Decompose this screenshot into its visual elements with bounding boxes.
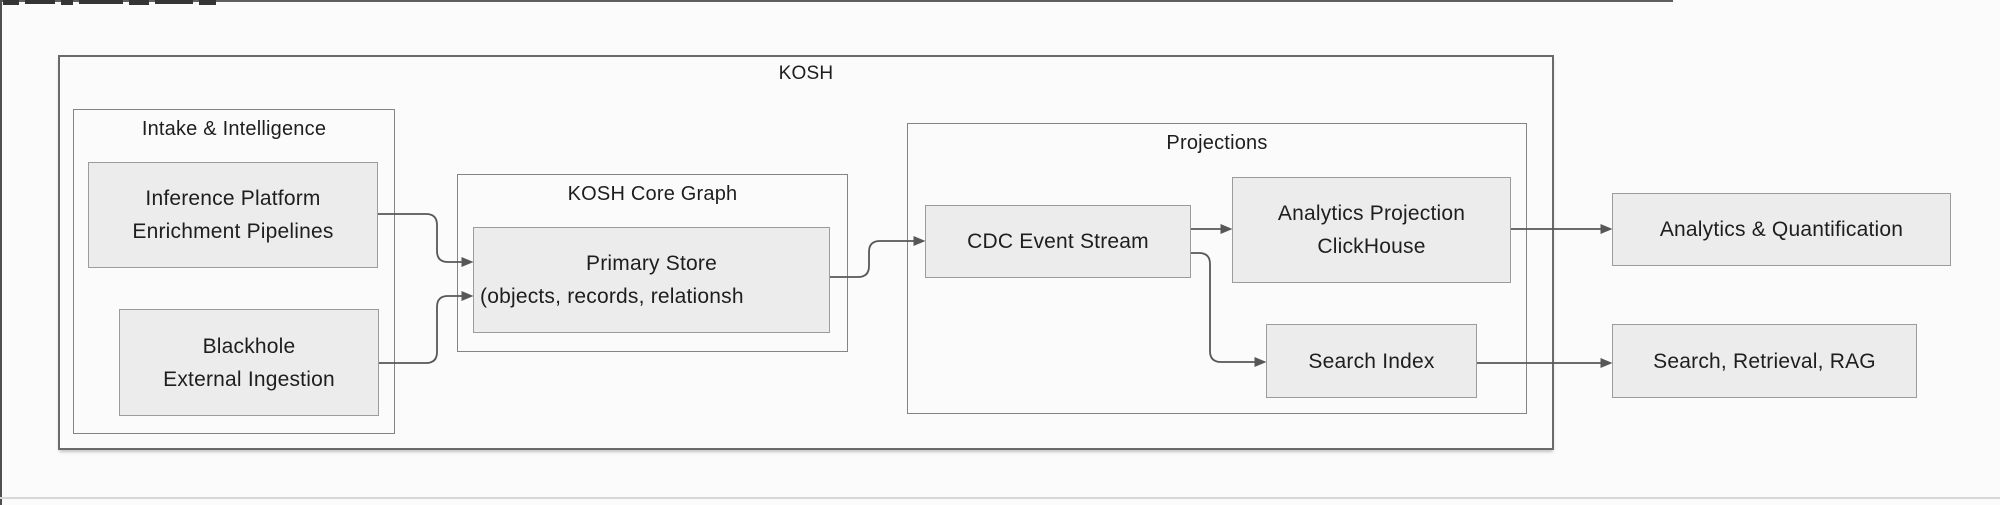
container-kosh: KOSH	[58, 55, 1554, 450]
node-label-line: Search Index	[1308, 349, 1435, 373]
node-search-index: Search Index	[1266, 324, 1477, 398]
node-label-line: Inference Platform	[145, 187, 321, 210]
intake-group-label: Intake & Intelligence	[141, 118, 327, 140]
top-clipped-rule	[0, 0, 1673, 2]
node-blackhole-ingestion: Blackhole External Ingestion	[119, 309, 379, 416]
node-primary-store: Primary Store (objects, records, relatio…	[473, 227, 830, 333]
container-intake-intelligence: Intake & Intelligence	[73, 109, 395, 434]
node-label-line: External Ingestion	[163, 367, 335, 391]
bottom-separator	[0, 497, 2000, 499]
node-analytics-projection: Analytics Projection ClickHouse	[1232, 177, 1511, 283]
node-label-line: CDC Event Stream	[967, 230, 1149, 253]
node-label-line: Blackhole	[202, 334, 296, 358]
projections-group-label: Projections	[1166, 132, 1268, 154]
kosh-title: KOSH	[778, 63, 834, 84]
node-label-line: Enrichment Pipelines	[132, 220, 334, 243]
node-label-line: ClickHouse	[1317, 235, 1426, 258]
node-analytics-quantification: Analytics & Quantification	[1612, 193, 1951, 266]
node-cdc-event-stream: CDC Event Stream	[925, 205, 1191, 278]
node-search-retrieval-rag: Search, Retrieval, RAG	[1612, 324, 1917, 398]
window-left-border	[0, 0, 2, 505]
node-inference-platform: Inference Platform Enrichment Pipelines	[88, 162, 378, 268]
node-label-line: Analytics & Quantification	[1659, 218, 1904, 241]
core-graph-group-label: KOSH Core Graph	[567, 183, 738, 205]
node-label-line: Analytics Projection	[1277, 202, 1466, 225]
node-label-line-clipped: (objects, records, relationsh	[480, 285, 744, 308]
node-label-line: Primary Store	[586, 252, 717, 275]
node-label-line: Search, Retrieval, RAG	[1653, 349, 1876, 373]
